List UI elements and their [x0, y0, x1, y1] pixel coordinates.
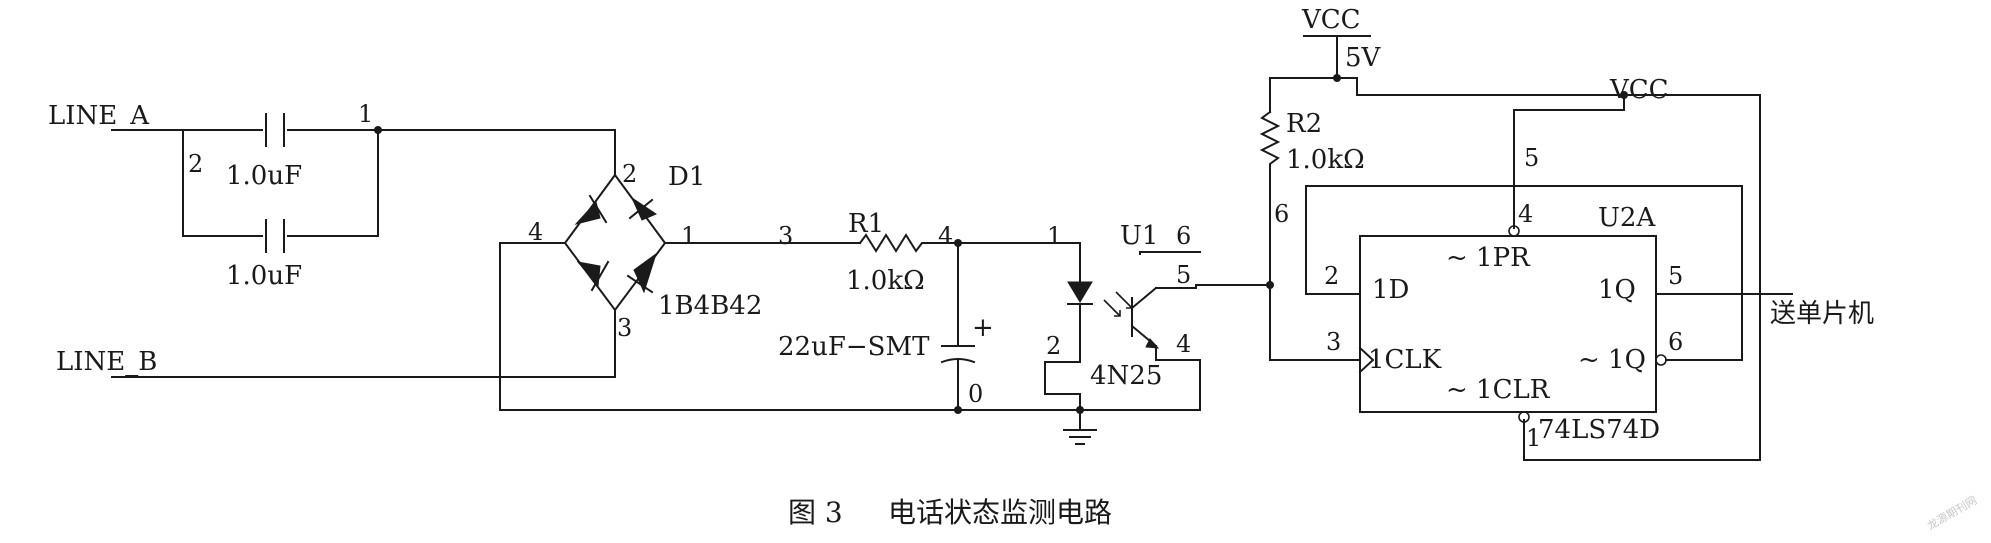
input-network: [111, 126, 616, 378]
flipflop-pin-clr: ~ 1CLR: [1446, 375, 1551, 405]
vcc-voltage: 5V: [1345, 43, 1382, 73]
bridge-part: 1B4B42: [658, 291, 762, 321]
capacitor-c-top: [265, 113, 285, 147]
figure-title: 电话状态监测电路: [888, 496, 1112, 529]
bridge-rectifier: [499, 173, 1081, 411]
node-label: 0: [968, 380, 983, 408]
capacitor-22uf-value: 22uF−SMT: [778, 332, 930, 362]
vcc-supply: [1269, 35, 1761, 461]
junction-dot: [374, 126, 382, 134]
pin-label: 2: [1324, 262, 1339, 290]
pin-label: 5: [1176, 261, 1191, 289]
pin-label: 3: [1326, 328, 1341, 356]
node-label: 6: [1274, 200, 1289, 228]
output-label: 送单片机: [1770, 299, 1874, 329]
node-label: 3: [778, 222, 793, 250]
resistor-r2: [1259, 110, 1361, 361]
node-label: 2: [188, 150, 203, 178]
diode-symbol: [633, 252, 657, 294]
pin-label: 6: [1668, 328, 1683, 356]
junction-dot: [1266, 281, 1274, 289]
led-symbol: [1067, 281, 1093, 303]
flipflop-ref: U2A: [1598, 203, 1656, 233]
pin-label: 5: [1668, 262, 1683, 290]
net-label-line-b: LINE_B: [56, 347, 157, 377]
figure-number: 图 3: [788, 496, 843, 529]
node-label: 4: [938, 222, 953, 250]
r2-ref: R2: [1286, 109, 1322, 139]
capacitor-value-bottom: 1.0uF: [226, 261, 302, 291]
pin-label: 2: [1046, 332, 1061, 360]
capacitor-value-top: 1.0uF: [226, 161, 302, 191]
capacitor-c-bottom: [265, 219, 285, 253]
ground-symbol: [1063, 429, 1097, 445]
bridge-ref: D1: [668, 162, 705, 192]
vcc-label-chip: VCC: [1609, 75, 1669, 105]
junction-dot: [1620, 91, 1628, 99]
net-label-line-a: LINE_A: [48, 101, 150, 131]
optocoupler: [1044, 242, 1271, 445]
resistor-r1: [858, 233, 1081, 253]
diode-symbol: [630, 196, 658, 221]
watermark: 龙源期刊网: [1925, 493, 1980, 533]
flipflop-pin-q: 1Q: [1598, 275, 1636, 305]
flipflop-part: 74LS74D: [1538, 415, 1660, 445]
capacitor-polarity: +: [972, 313, 994, 343]
pin-label: 6: [1176, 222, 1191, 250]
r2-value: 1.0kΩ: [1286, 145, 1365, 175]
r1-value: 1.0kΩ: [846, 266, 925, 296]
flipflop-pin-qn: ~ 1Q: [1578, 345, 1646, 375]
flipflop-pin-clk: 1CLK: [1368, 345, 1442, 375]
r1-ref: R1: [848, 209, 884, 239]
node-label: 1: [358, 100, 373, 128]
junction-dot: [954, 406, 962, 414]
node-label: 5: [1524, 144, 1539, 172]
optocoupler-part: 4N25: [1090, 361, 1162, 391]
pin-label: 1: [681, 222, 696, 250]
pin-label: 4: [1518, 200, 1533, 228]
flipflop-pin-d: 1D: [1372, 275, 1409, 305]
optocoupler-ref: U1: [1120, 221, 1158, 251]
pin-label: 2: [622, 160, 637, 188]
junction-dot: [1333, 74, 1341, 82]
flipflop-pin-pr: ~ 1PR: [1446, 243, 1531, 273]
vcc-label-top: VCC: [1301, 5, 1361, 35]
pin-label: 1: [1526, 424, 1541, 452]
pin-label: 4: [1176, 330, 1191, 358]
flip-flop: [1305, 91, 1793, 423]
pin-label: 1: [1047, 222, 1062, 250]
pin-label: 3: [617, 314, 632, 342]
capacitor-22uf: [940, 242, 976, 411]
pin-label: 4: [528, 218, 543, 246]
